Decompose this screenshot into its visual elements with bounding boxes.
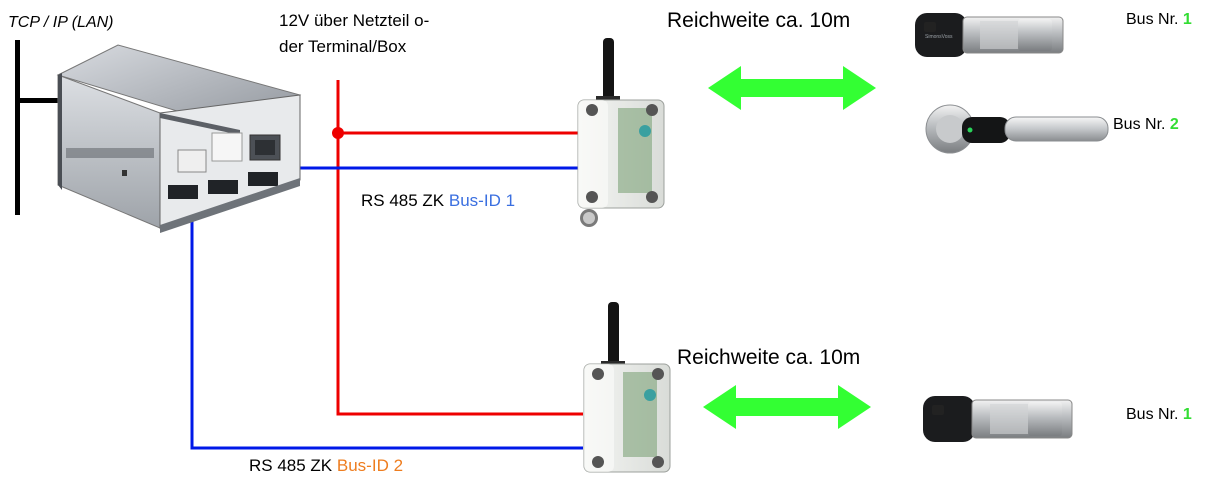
lan-bus-bar xyxy=(15,40,60,215)
rs485-label-1: RS 485 ZK Bus-ID 1 xyxy=(361,190,515,212)
bus-label-prefix: Bus Nr. xyxy=(1126,11,1179,28)
bus-number-label-b: Bus Nr. 2 xyxy=(1113,114,1179,136)
rs485-bus-wire-2 xyxy=(190,210,583,450)
bus-number-value: 2 xyxy=(1169,116,1179,133)
range-label-2: Reichweite ca. 10m xyxy=(677,346,861,369)
range-arrow-2 xyxy=(703,385,871,429)
rs485-label-2: RS 485 ZK Bus-ID 2 xyxy=(249,455,403,477)
power-wire xyxy=(336,80,583,416)
bus-number-value: 1 xyxy=(1182,406,1192,423)
network-label: TCP / IP (LAN) xyxy=(8,14,114,31)
power-supply-label-line-1: 12V über Netzteil o- xyxy=(279,11,430,30)
smart-door-handle-icon xyxy=(925,104,1109,154)
radio-module-1 xyxy=(577,38,665,227)
cylinder-brand-text: SimonsVoss xyxy=(925,34,953,40)
range-arrow-1 xyxy=(708,66,876,110)
bus-number-value: 1 xyxy=(1182,11,1192,28)
network-controller-box-icon xyxy=(56,44,302,233)
digital-lock-cylinder-icon: SimonsVoss xyxy=(915,13,1064,57)
bus-id-2: Bus-ID 2 xyxy=(336,456,404,475)
power-supply-label: 12V über Netzteil o- der Terminal/Box xyxy=(279,8,509,60)
power-supply-label-line-2: der Terminal/Box xyxy=(279,37,407,56)
bus-number-label-a: Bus Nr. 1 xyxy=(1126,9,1192,31)
rs485-label-2-prefix: RS 485 ZK xyxy=(249,456,333,475)
power-junction-dot xyxy=(332,127,344,139)
bus-id-1: Bus-ID 1 xyxy=(448,191,516,210)
bus-number-label-c: Bus Nr. 1 xyxy=(1126,404,1192,426)
digital-lock-cylinder-icon xyxy=(923,396,1073,442)
range-label-1: Reichweite ca. 10m xyxy=(667,9,851,32)
bus-label-prefix: Bus Nr. xyxy=(1126,406,1179,423)
rs485-label-1-prefix: RS 485 ZK xyxy=(361,191,445,210)
bus-label-prefix: Bus Nr. xyxy=(1113,116,1166,133)
radio-module-2 xyxy=(583,302,671,473)
